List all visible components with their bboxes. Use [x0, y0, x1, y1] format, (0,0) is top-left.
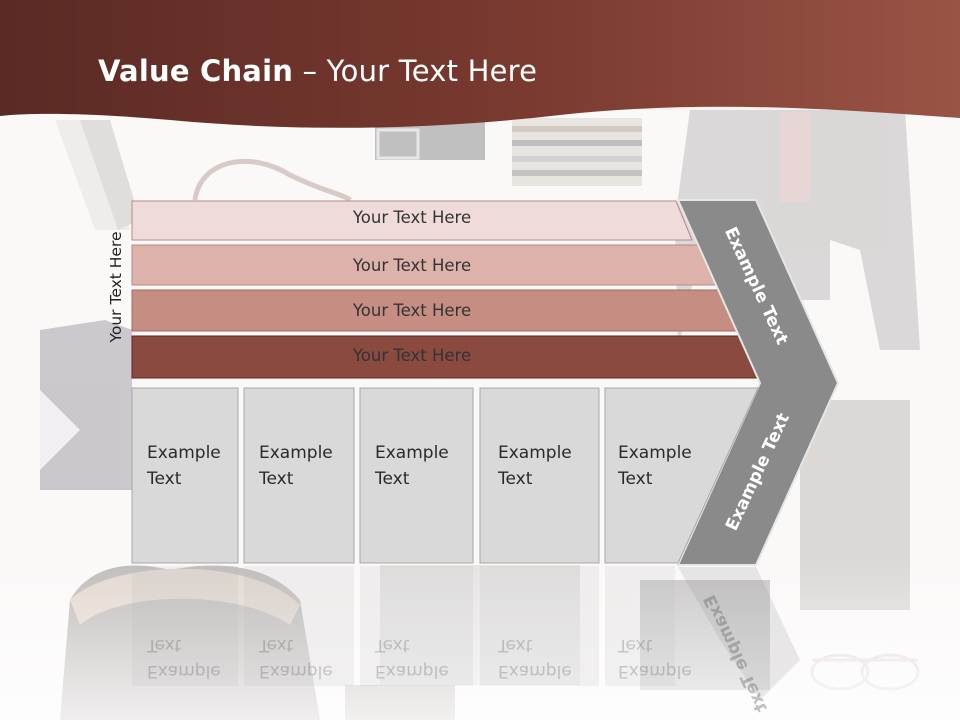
box-4 — [479, 387, 600, 564]
box-2 — [243, 387, 355, 564]
band-label-2: Your Text Here — [352, 256, 472, 275]
slide-title: Value Chain – Your Text Here — [98, 54, 537, 88]
argyle-sweater-image — [40, 320, 132, 490]
title-bold: Value Chain — [98, 54, 294, 88]
box-reflection-1: Example Text — [147, 635, 221, 681]
jacket-image — [675, 110, 920, 350]
box-reflection-5: Example Text — [618, 635, 692, 681]
band-label-4: Your Text Here — [352, 346, 472, 365]
box-label-1: Example Text — [147, 443, 221, 489]
chevron-shape — [676, 199, 840, 566]
band-label-1: Your Text Here — [352, 208, 472, 227]
band-1 — [131, 200, 693, 241]
box-reflection-2: Example Text — [259, 635, 333, 681]
title-rest: – Your Text Here — [293, 54, 538, 88]
sweater-image — [512, 118, 642, 186]
box-group — [131, 387, 759, 564]
box-label-4: Example Text — [498, 443, 572, 489]
band-label-3: Your Text Here — [352, 301, 472, 320]
box-5 — [604, 387, 759, 564]
box-label-2: Example Text — [259, 443, 333, 489]
box-3 — [359, 387, 474, 564]
box-reflection-4: Example Text — [498, 635, 572, 681]
box-reflection-3: Example Text — [375, 635, 449, 681]
band-group — [131, 200, 765, 379]
box-label-3: Example Text — [375, 443, 449, 489]
side-label: Your Text Here — [107, 231, 125, 343]
header-banner — [0, 0, 960, 128]
box-1 — [131, 387, 239, 564]
box-label-5: Example Text — [618, 443, 692, 489]
tie-image — [55, 120, 140, 230]
